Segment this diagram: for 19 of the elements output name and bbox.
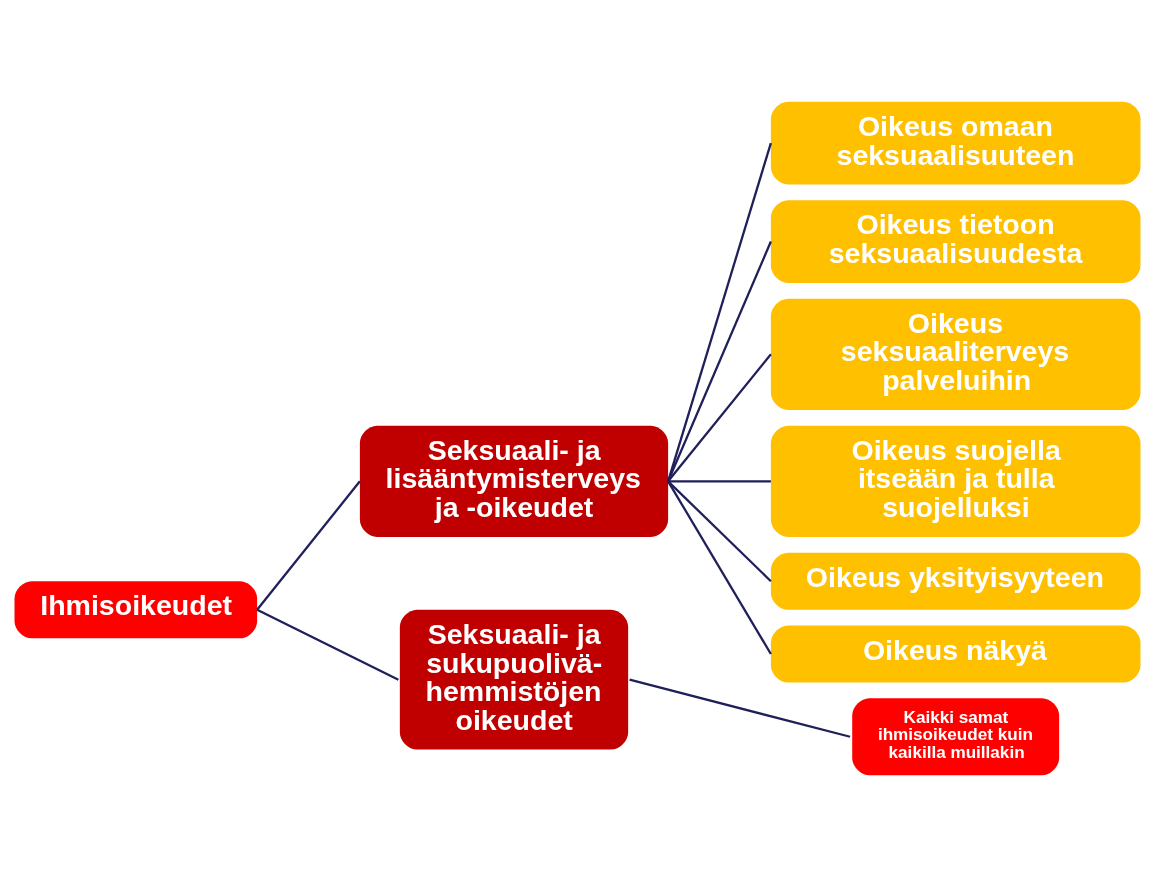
node-box: Oikeus suojella itseään ja tulla suojelluksi — [770, 425, 1141, 537]
node-box: Oikeus näkyä — [770, 624, 1141, 683]
node-box: Ihmisoikeudet — [14, 580, 258, 638]
node-box: Oikeus seksuaaliterveys palveluihin — [770, 298, 1141, 410]
connector — [629, 678, 851, 738]
node-box: Seksuaali- ja lisääntymisterveys ja -oikeudet — [359, 425, 669, 537]
connector — [667, 480, 772, 582]
node-box: Kaikki samat ihmisoikeudet kuin kaikilla muillakin — [852, 697, 1060, 775]
connector — [256, 608, 399, 681]
connector — [667, 240, 772, 482]
node-box: Seksuaali- ja sukupuolivä- hemmistöjen oikeudet — [399, 609, 629, 750]
connector — [667, 353, 772, 482]
connector — [256, 480, 361, 610]
node-box: Oikeus yksityisyyteen — [770, 552, 1141, 610]
node-box: Oikeus tietoon seksuaalisuudesta — [770, 199, 1141, 283]
node-box: Oikeus omaan seksuaalisuuteen — [770, 101, 1141, 184]
connector — [667, 480, 772, 655]
connector — [668, 479, 771, 482]
connector — [667, 142, 772, 482]
